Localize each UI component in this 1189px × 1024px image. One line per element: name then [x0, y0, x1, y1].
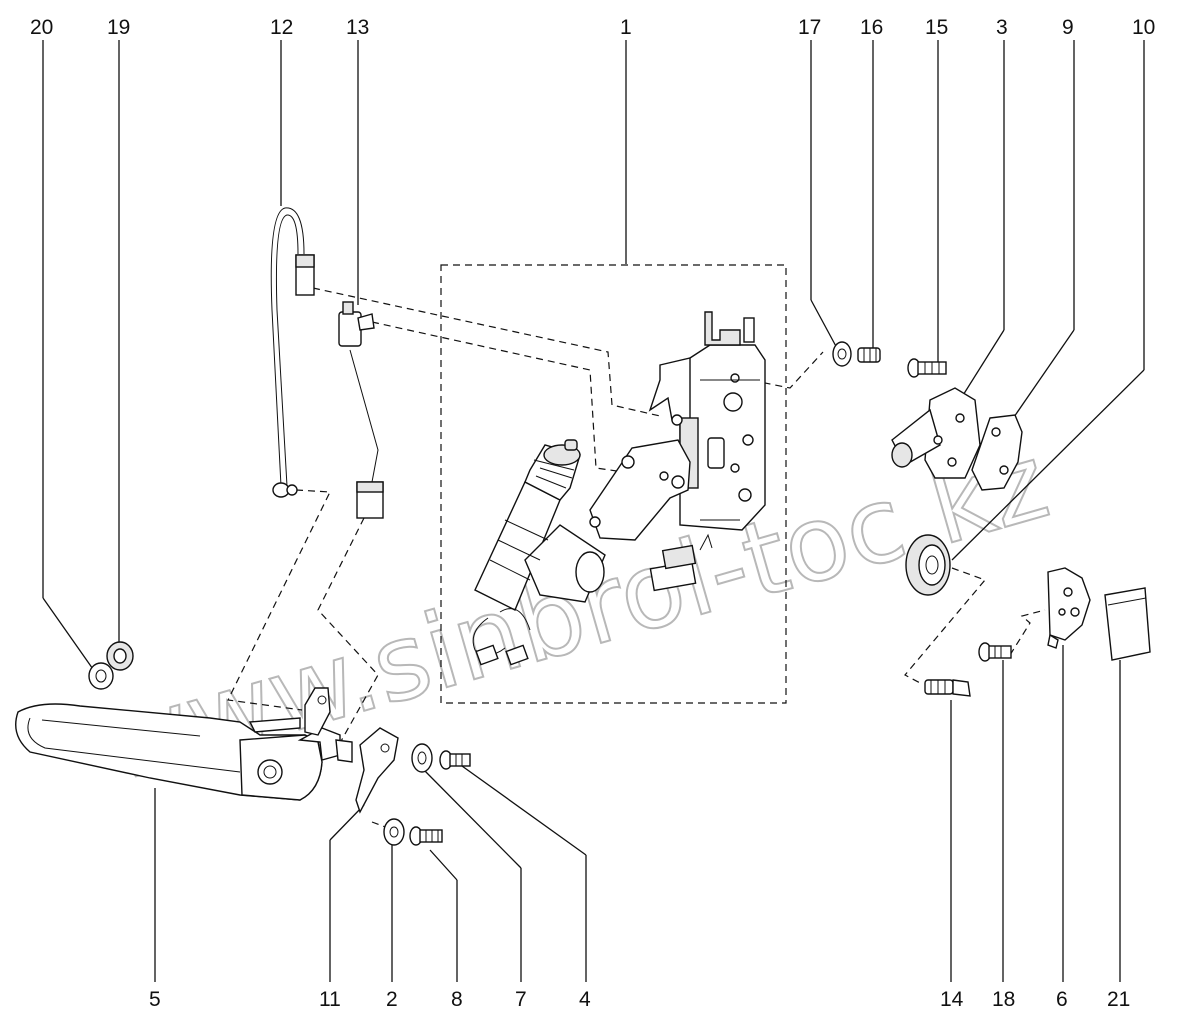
part-8-screw — [409, 826, 443, 846]
part-19-nut — [106, 641, 134, 671]
part-7-washer — [411, 743, 433, 773]
label-10: 10 — [1132, 16, 1155, 39]
label-14: 14 — [940, 988, 964, 1011]
label-21: 21 — [1107, 988, 1130, 1011]
part-18-screw — [978, 642, 1012, 662]
part-13-rod — [338, 301, 384, 519]
label-7: 7 — [515, 988, 527, 1011]
leader-lines — [42, 40, 1145, 982]
label-11: 11 — [319, 988, 341, 1011]
part-6-plate — [1047, 567, 1091, 649]
part-16-screw — [857, 347, 881, 363]
label-5: 5 — [149, 988, 161, 1011]
actuator-motor — [472, 439, 713, 666]
label-18: 18 — [992, 988, 1015, 1011]
label-8: 8 — [451, 988, 463, 1011]
label-1: 1 — [620, 16, 632, 39]
part-5-handle — [15, 687, 353, 801]
label-13: 13 — [346, 16, 369, 39]
assembly-dashed-lines — [227, 264, 1046, 829]
label-3: 3 — [996, 16, 1008, 39]
label-9: 9 — [1062, 16, 1074, 39]
part-17-washer — [832, 341, 852, 367]
label-4: 4 — [579, 988, 591, 1011]
label-16: 16 — [860, 16, 883, 39]
part-1-lock — [589, 311, 766, 541]
part-10-cap — [905, 534, 951, 596]
part-11-lever — [355, 727, 399, 814]
label-12: 12 — [270, 16, 293, 39]
lock-assembly-frame — [440, 264, 787, 704]
label-17: 17 — [798, 16, 821, 39]
part-20-washer — [88, 662, 114, 690]
part-4-screw — [439, 750, 471, 770]
label-2: 2 — [386, 988, 398, 1011]
part-3-striker — [891, 387, 981, 479]
part-2-washer — [383, 818, 405, 846]
part-9-plate — [971, 414, 1023, 491]
label-6: 6 — [1056, 988, 1068, 1011]
part-14-bolt — [924, 679, 971, 697]
label-15: 15 — [925, 16, 948, 39]
part-21-pad — [1104, 587, 1151, 661]
label-19: 19 — [107, 16, 130, 39]
part-15-screw — [907, 358, 947, 378]
label-20: 20 — [30, 16, 53, 39]
part-12-rod — [270, 207, 315, 498]
